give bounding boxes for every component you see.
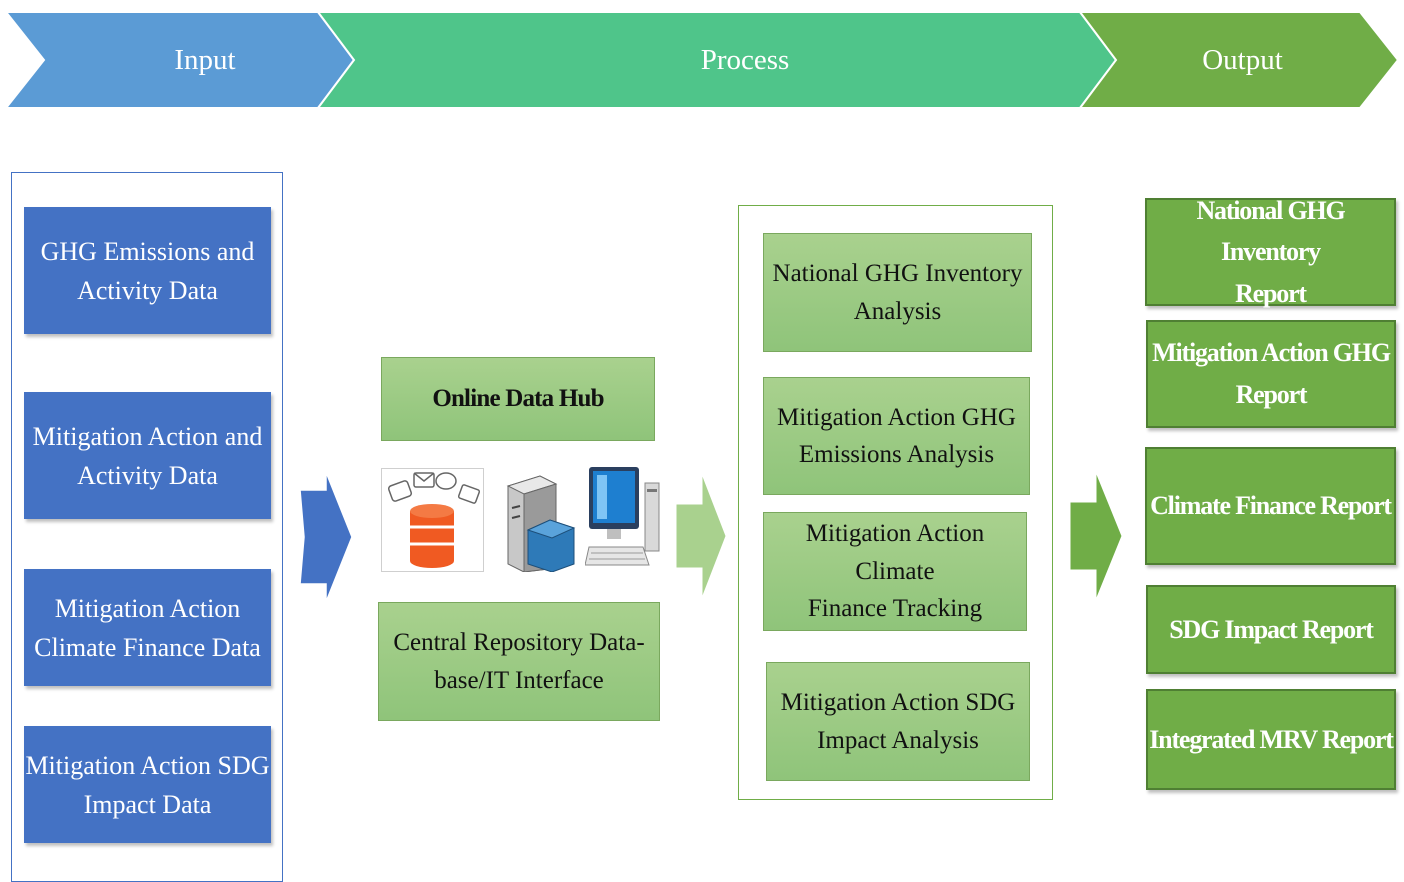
- output-box-line1: Mitigation Action GHG: [1152, 338, 1391, 368]
- output-stage-chevron: [1078, 11, 1400, 109]
- input-stage-label: Input: [174, 44, 236, 76]
- input-box-line2: Climate Finance Data: [34, 632, 261, 662]
- database-icon: [381, 468, 484, 572]
- online-data-hub-label: Online Data Hub: [432, 385, 604, 413]
- central-repository-line2: base/IT Interface: [434, 666, 604, 694]
- process-stage-label: Process: [700, 44, 790, 76]
- input-box-sdg-impact: Mitigation Action SDG Impact Data: [24, 726, 271, 843]
- input-box-line2: Impact Data: [83, 789, 212, 819]
- output-box-climate-finance-report: Climate Finance Report: [1145, 447, 1396, 565]
- server-folder-icon: [500, 468, 576, 573]
- input-box-line2: Activity Data: [77, 460, 218, 490]
- analysis-box-line1: Mitigation Action GHG: [777, 403, 1016, 431]
- analysis-box-line2: Impact Analysis: [817, 726, 979, 754]
- analysis-box-ghg-emissions: Mitigation Action GHG Emissions Analysis: [763, 377, 1030, 495]
- desktop-computer-icon: [584, 463, 663, 573]
- input-box-line2: Activity Data: [77, 275, 218, 305]
- central-repository-line1: Central Repository Data-: [393, 629, 645, 656]
- flow-arrow-icon: [299, 471, 353, 603]
- process-group-frame: [738, 205, 1053, 800]
- output-box-line2: Report: [1235, 380, 1308, 409]
- stage-banner: [3, 11, 1400, 109]
- input-box-line1: Mitigation Action SDG: [25, 750, 270, 780]
- output-box-label: SDG Impact Report: [1169, 614, 1374, 644]
- output-box-sdg-impact-report: SDG Impact Report: [1146, 585, 1396, 674]
- input-box-line1: GHG Emissions and: [40, 236, 255, 266]
- analysis-box-line1: Mitigation Action SDG: [780, 689, 1016, 716]
- flow-arrow-icon: [1069, 471, 1123, 601]
- output-box-label: Climate Finance Report: [1150, 491, 1392, 521]
- output-box-mitigation-ghg-report: Mitigation Action GHG Report: [1146, 320, 1396, 428]
- analysis-box-sdg-impact: Mitigation Action SDG Impact Analysis: [766, 662, 1030, 781]
- online-data-hub-box: Online Data Hub: [381, 357, 655, 441]
- central-repository-box: Central Repository Data-base/IT Interfac…: [378, 602, 660, 721]
- output-box-label: Integrated MRV Report: [1149, 724, 1394, 754]
- output-box-line1: National GHG Inventory: [1196, 195, 1345, 267]
- analysis-box-line1: National GHG Inventory: [772, 260, 1023, 287]
- flow-arrow-icon: [675, 473, 727, 599]
- output-box-integrated-mrv-report: Integrated MRV Report: [1146, 689, 1396, 790]
- analysis-box-line1: Mitigation Action Climate: [805, 520, 985, 585]
- analysis-box-line2: Analysis: [853, 297, 942, 325]
- analysis-box-line2: Emissions Analysis: [798, 441, 995, 468]
- analysis-box-line2: Finance Tracking: [807, 595, 983, 623]
- output-box-line2: Report: [1235, 278, 1307, 308]
- output-stage-label: Output: [1202, 44, 1283, 76]
- input-box-line1: Mitigation Action: [54, 593, 241, 623]
- input-box-line1: Mitigation Action and: [32, 421, 263, 451]
